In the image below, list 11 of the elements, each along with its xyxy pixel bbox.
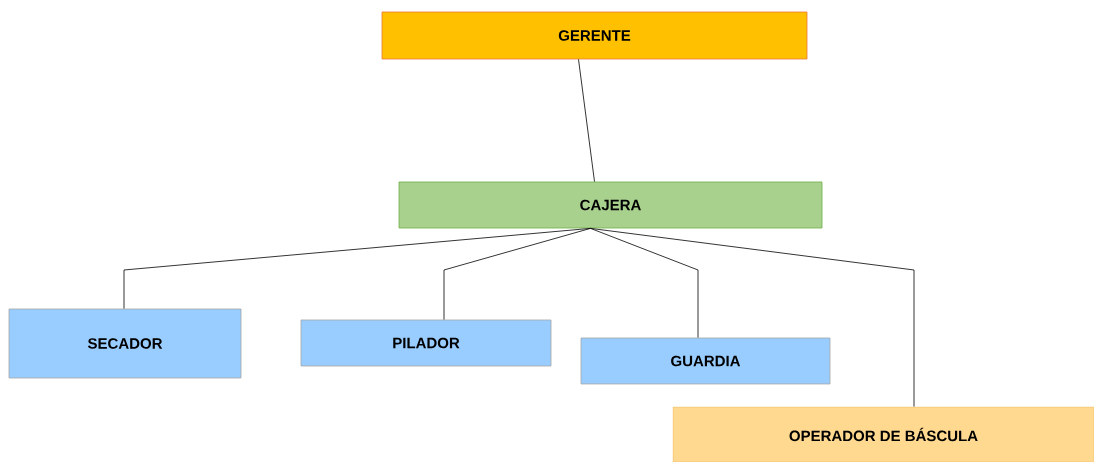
connector-line — [443, 228, 591, 320]
top-box: GERENTE — [381, 11, 808, 60]
connector-line — [590, 228, 699, 338]
role-box: OPERADOR DE BÁSCULA — [672, 406, 1094, 462]
role-box: SECADOR — [8, 308, 242, 379]
role-box: CAJERA — [398, 181, 823, 229]
role-box: GUARDIA — [580, 337, 831, 385]
connector-line — [123, 228, 591, 309]
connector-line — [590, 228, 915, 407]
role-box: PILADOR — [300, 319, 552, 367]
connector-line — [578, 59, 595, 182]
